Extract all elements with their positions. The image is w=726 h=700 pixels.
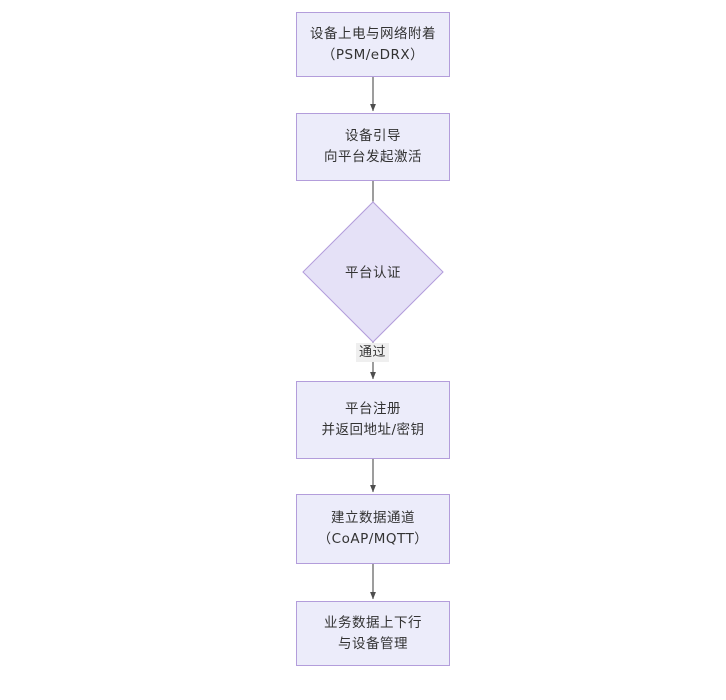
- edge-label-pass: 通过: [356, 343, 390, 362]
- node-power-on-line-2: （PSM/eDRX）: [321, 46, 425, 63]
- node-business-data-line-1: 业务数据上下行: [324, 614, 422, 631]
- node-data-channel-line-1: 建立数据通道: [331, 510, 415, 526]
- node-bootstrap-line-2: 向平台发起激活: [324, 149, 422, 165]
- node-platform-auth[interactable]: 平台认证: [297, 201, 449, 343]
- node-data-channel[interactable]: 建立数据通道 （CoAP/MQTT）: [296, 494, 450, 564]
- node-business-data-line-2: 与设备管理: [338, 635, 408, 652]
- node-business-data[interactable]: 业务数据上下行 与设备管理: [296, 601, 450, 666]
- node-bootstrap-line-1: 设备引导: [345, 128, 401, 144]
- node-bootstrap[interactable]: 设备引导 向平台发起激活: [296, 113, 450, 181]
- node-platform-register-line-2: 并返回地址/密钥: [321, 422, 425, 438]
- node-platform-register-line-1: 平台注册: [345, 401, 401, 417]
- node-power-on-line-1: 设备上电与网络附着: [310, 25, 436, 42]
- node-data-channel-line-2: （CoAP/MQTT）: [317, 531, 429, 547]
- node-power-on[interactable]: 设备上电与网络附着 （PSM/eDRX）: [296, 12, 450, 77]
- node-platform-register[interactable]: 平台注册 并返回地址/密钥: [296, 381, 450, 459]
- node-platform-auth-label: 平台认证: [345, 264, 401, 281]
